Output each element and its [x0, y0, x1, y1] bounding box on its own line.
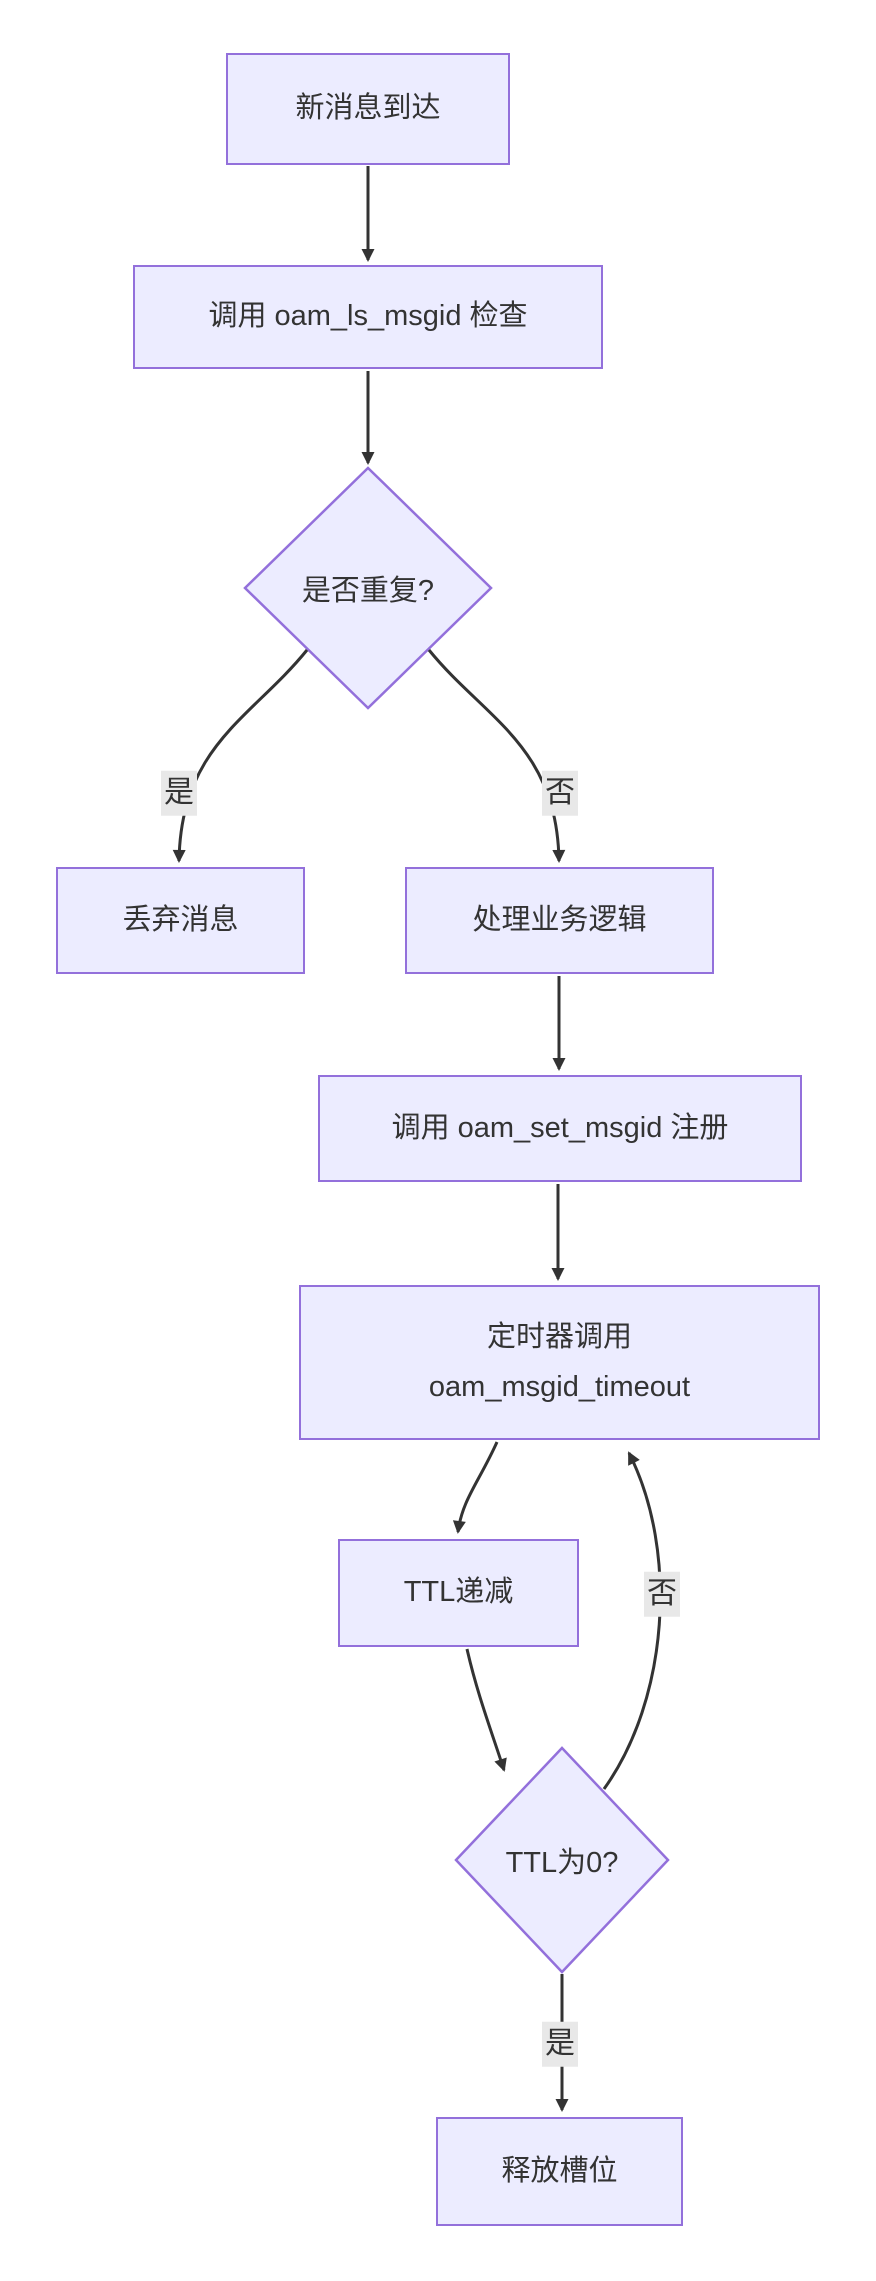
node-call-oam-ls-msgid-check: 调用 oam_ls_msgid 检查	[133, 265, 603, 369]
decision-is-duplicate-label: 是否重复?	[301, 575, 435, 607]
node-discard-message: 丢弃消息	[56, 867, 305, 974]
node-timer-call-line1: 定时器调用	[486, 1321, 632, 1354]
node-new-message-arrival: 新消息到达	[226, 53, 510, 165]
node-ttl-decrement: TTL递减	[338, 1539, 579, 1647]
node-process-business-logic-label: 处理业务逻辑	[472, 903, 647, 936]
edge-label-ttl-yes: 是	[542, 2021, 578, 2067]
node-release-slot-label: 释放槽位	[501, 2154, 618, 2187]
node-timer-call-oam-msgid-timeout: 定时器调用 oam_msgid_timeout	[299, 1285, 820, 1440]
node-call-oam-ls-msgid-check-label: 调用 oam_ls_msgid 检查	[208, 300, 528, 333]
node-call-oam-set-msgid-register: 调用 oam_set_msgid 注册	[318, 1075, 802, 1182]
node-discard-message-label: 丢弃消息	[122, 903, 239, 936]
node-process-business-logic: 处理业务逻辑	[405, 867, 714, 974]
decision-is-duplicate-shape	[243, 466, 493, 710]
edge-label-ttl-no-loop: 否	[644, 1571, 680, 1617]
decision-ttl-zero-shape	[454, 1746, 670, 1974]
edge-label-duplicate-no: 否	[542, 770, 578, 816]
arrow-duplicate-yes-to-discard	[172, 649, 309, 863]
node-call-oam-set-msgid-register-label: 调用 oam_set_msgid 注册	[391, 1111, 729, 1144]
arrow-timer-to-ttl-decrement	[452, 1441, 499, 1534]
edge-label-duplicate-yes: 是	[161, 770, 197, 816]
node-release-slot: 释放槽位	[436, 2117, 683, 2226]
arrow-ttl-decrement-to-ttl-decision	[465, 1648, 507, 1772]
arrow-ttl-no-loop-to-timer	[602, 1451, 662, 1790]
decision-ttl-zero-label: TTL为0?	[505, 1847, 619, 1879]
node-ttl-decrement-label: TTL递减	[403, 1576, 514, 1609]
arrow-duplicate-no-to-process	[427, 649, 566, 863]
node-new-message-arrival-label: 新消息到达	[295, 92, 441, 125]
node-timer-call-line2: oam_msgid_timeout	[428, 1370, 691, 1403]
